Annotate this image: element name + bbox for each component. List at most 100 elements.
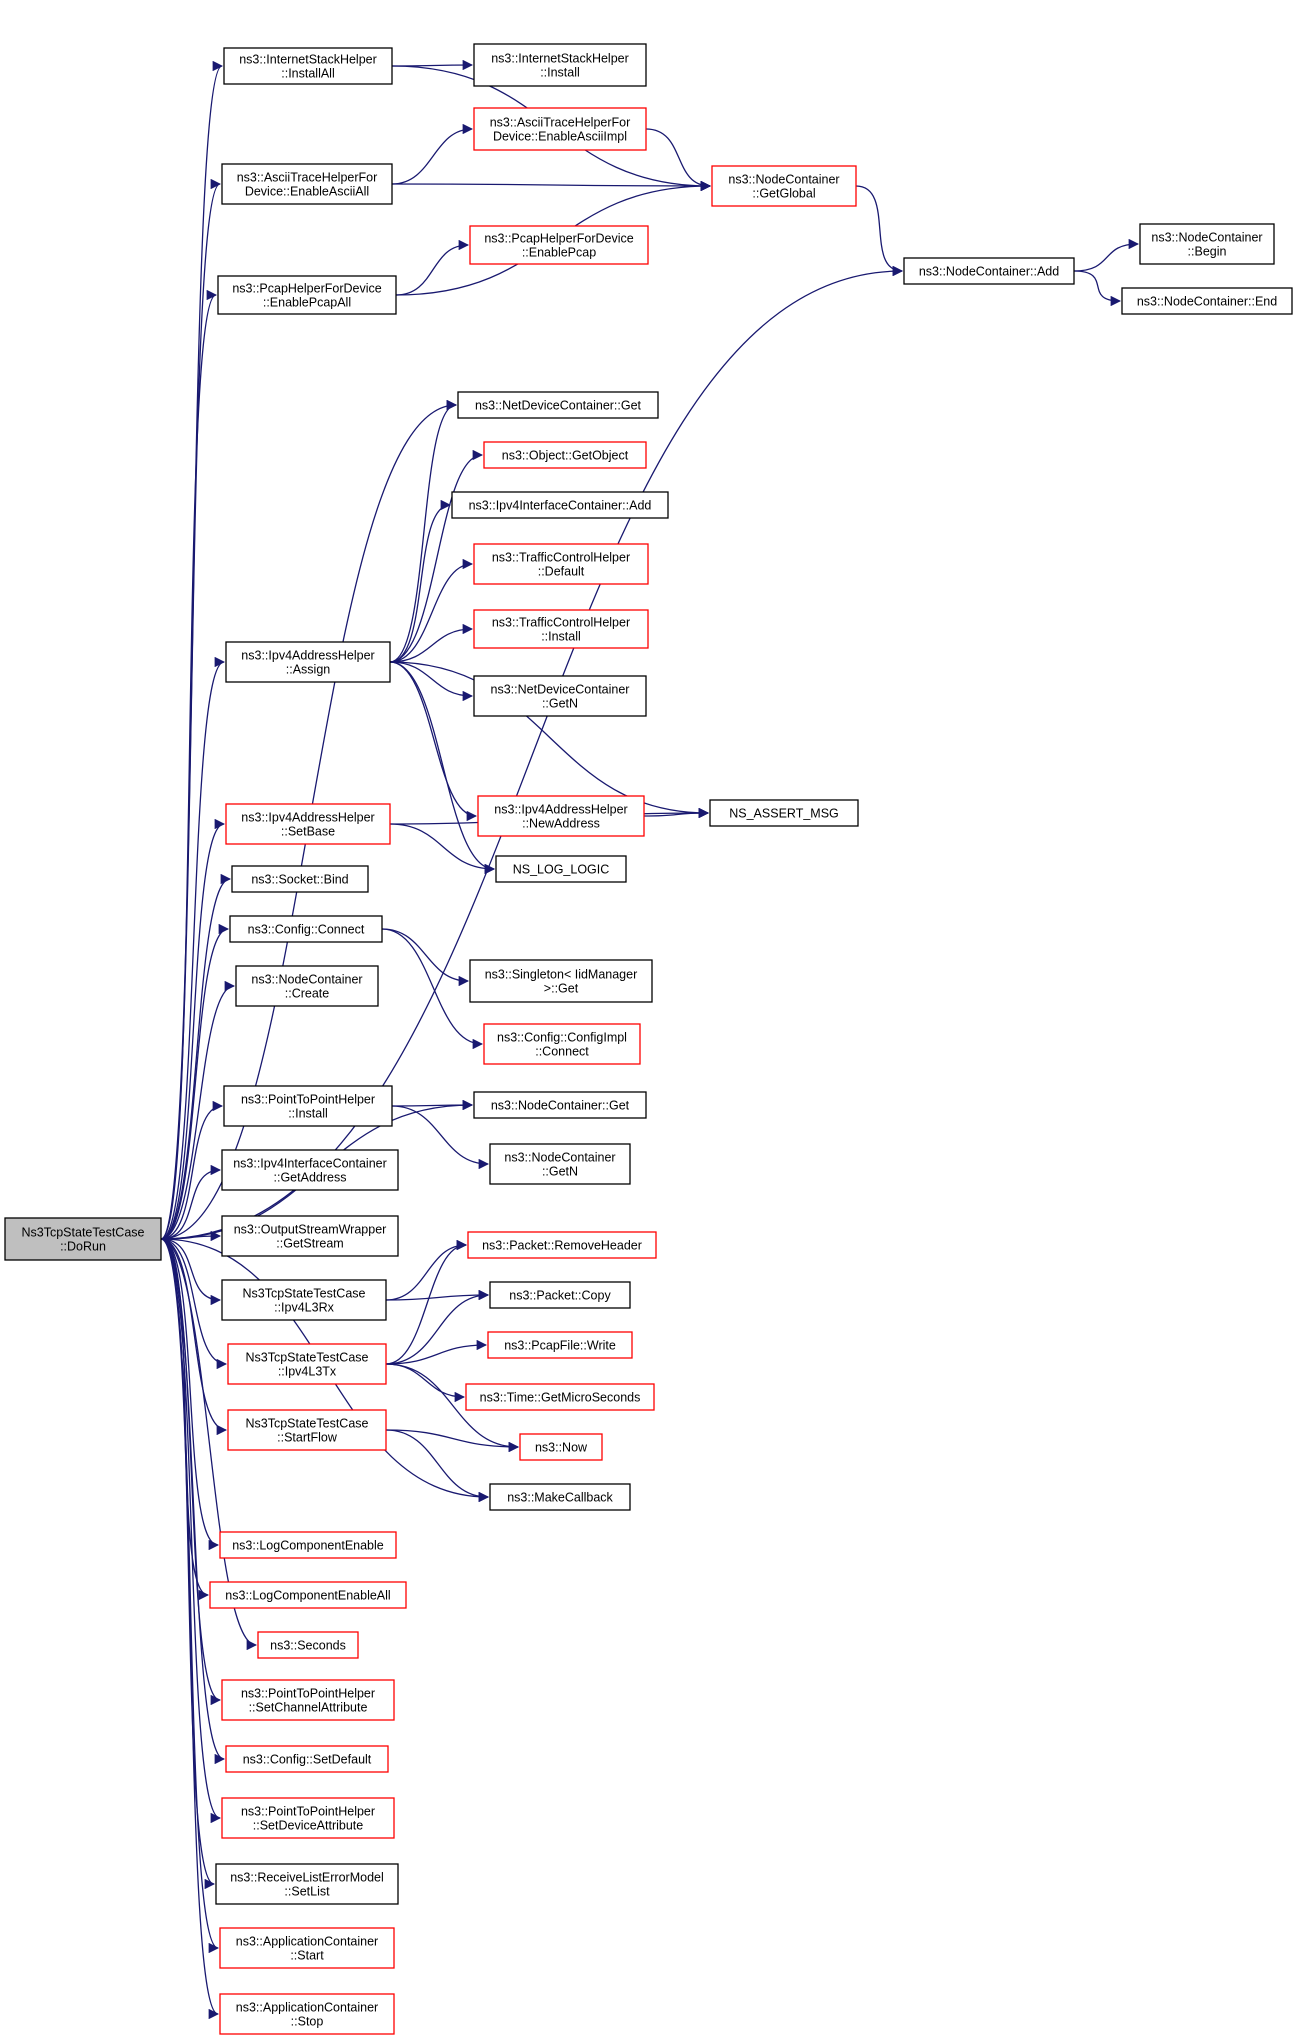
graph-node[interactable]: Ns3TcpStateTestCase::Ipv4L3Rx — [221, 1279, 387, 1321]
graph-node[interactable]: NS_LOG_LOGIC — [495, 855, 627, 883]
graph-node[interactable]: ns3::TrafficControlHelper::Install — [473, 609, 649, 649]
node-box — [709, 799, 859, 827]
node-label: Ns3TcpStateTestCase — [243, 1287, 366, 1301]
graph-node[interactable]: ns3::Ipv4AddressHelper::SetBase — [225, 803, 391, 845]
graph-node[interactable]: ns3::InternetStackHelper::Install — [473, 43, 647, 87]
node-label: ns3::Config::ConfigImpl — [497, 1031, 627, 1045]
graph-node[interactable]: ns3::NetDeviceContainer::Get — [457, 391, 659, 419]
graph-node[interactable]: ns3::NodeContainer::GetN — [489, 1143, 631, 1185]
graph-node[interactable]: ns3::LogComponentEnableAll — [209, 1581, 407, 1609]
graph-node[interactable]: ns3::OutputStreamWrapper::GetStream — [221, 1215, 399, 1257]
node-label: ns3::Object::GetObject — [502, 449, 629, 463]
graph-node[interactable]: ns3::PointToPointHelper::SetChannelAttri… — [221, 1679, 395, 1721]
graph-node[interactable]: ns3::NodeContainer::Begin — [1139, 223, 1275, 265]
call-edge — [389, 823, 496, 875]
node-label: ::GetN — [542, 697, 578, 711]
graph-node[interactable]: ns3::AsciiTraceHelperForDevice::EnableAs… — [221, 163, 393, 205]
graph-node[interactable]: ns3::TrafficControlHelper::Default — [473, 543, 649, 585]
call-edge — [160, 1100, 224, 1240]
graph-node[interactable]: ns3::MakeCallback — [489, 1483, 631, 1511]
graph-node[interactable]: ns3::ApplicationContainer::Start — [219, 1927, 395, 1969]
node-label: Device::EnableAsciiImpl — [493, 130, 627, 144]
call-edge — [385, 1289, 490, 1365]
graph-node[interactable]: Ns3TcpStateTestCase::DoRun — [4, 1217, 162, 1261]
call-edge — [385, 1339, 488, 1365]
graph-node[interactable]: ns3::Ipv4AddressHelper::NewAddress — [477, 795, 645, 837]
node-label: ::EnablePcapAll — [263, 296, 351, 310]
node-box — [489, 1281, 631, 1309]
graph-node[interactable]: ns3::PcapHelperForDevice::EnablePcapAll — [217, 275, 397, 315]
call-edge — [855, 185, 904, 277]
node-label: ns3::NodeContainer::Get — [491, 1099, 630, 1113]
graph-node[interactable]: ns3::Socket::Bind — [231, 865, 369, 893]
node-box — [487, 1331, 633, 1359]
node-label: ::GetN — [542, 1165, 578, 1179]
graph-node[interactable]: ns3::Time::GetMicroSeconds — [465, 1383, 655, 1411]
graph-node[interactable]: ns3::Packet::Copy — [489, 1281, 631, 1309]
node-box — [215, 1863, 399, 1905]
node-label: ::Begin — [1188, 245, 1227, 259]
node-label: ns3::NodeContainer — [728, 173, 839, 187]
graph-node[interactable]: ns3::ApplicationContainer::Stop — [219, 1993, 395, 2035]
call-edge — [385, 1363, 466, 1403]
graph-node[interactable]: ns3::ReceiveListErrorModel::SetList — [215, 1863, 399, 1905]
graph-node[interactable]: ns3::PointToPointHelper::SetDeviceAttrib… — [221, 1797, 395, 1839]
graph-node[interactable]: ns3::Config::SetDefault — [225, 1745, 389, 1773]
graph-node[interactable]: ns3::PointToPointHelper::Install — [223, 1085, 393, 1127]
node-box — [483, 1023, 641, 1065]
node-label: Ns3TcpStateTestCase — [22, 1226, 145, 1240]
call-edge — [391, 123, 474, 185]
node-box — [473, 1091, 647, 1119]
graph-node[interactable]: ns3::Now — [519, 1433, 603, 1461]
graph-node[interactable]: NS_ASSERT_MSG — [709, 799, 859, 827]
node-box — [221, 1215, 399, 1257]
node-box — [217, 275, 397, 315]
node-box — [219, 1993, 395, 2035]
graph-node[interactable]: ns3::PcapFile::Write — [487, 1331, 633, 1359]
call-edge — [385, 1363, 520, 1453]
graph-node[interactable]: ns3::Seconds — [257, 1631, 359, 1659]
node-box — [473, 543, 649, 585]
graph-node[interactable]: ns3::Ipv4InterfaceContainer::GetAddress — [221, 1149, 399, 1191]
graph-node[interactable]: Ns3TcpStateTestCase::Ipv4L3Tx — [227, 1343, 387, 1385]
graph-node[interactable]: ns3::PcapHelperForDevice::EnablePcap — [469, 225, 649, 265]
node-label: ::Install — [541, 630, 581, 644]
node-box — [227, 1343, 387, 1385]
node-label: ns3::PointToPointHelper — [241, 1805, 375, 1819]
node-box — [1139, 223, 1275, 265]
graph-node[interactable]: ns3::Singleton< IidManager>::Get — [469, 959, 653, 1003]
node-label: ns3::InternetStackHelper — [491, 52, 629, 66]
graph-node[interactable]: ns3::Config::ConfigImpl::Connect — [483, 1023, 641, 1065]
node-label: NS_LOG_LOGIC — [513, 863, 610, 877]
graph-node[interactable]: ns3::NetDeviceContainer::GetN — [473, 675, 647, 717]
call-edge — [1073, 238, 1140, 272]
graph-node[interactable]: ns3::Packet::RemoveHeader — [467, 1231, 657, 1259]
graph-node[interactable]: ns3::Ipv4AddressHelper::Assign — [225, 641, 391, 683]
graph-node[interactable]: ns3::NodeContainer::Get — [473, 1091, 647, 1119]
graph-node[interactable]: ns3::NodeContainer::Add — [903, 257, 1075, 285]
node-label: ns3::NodeContainer — [1151, 231, 1262, 245]
node-label: ns3::NodeContainer::Add — [919, 265, 1059, 279]
node-label: ::GetGlobal — [752, 187, 815, 201]
node-box — [473, 675, 647, 717]
graph-node[interactable]: ns3::Config::Connect — [229, 915, 383, 943]
node-label: ns3::ApplicationContainer — [236, 2001, 378, 2015]
graph-node[interactable]: ns3::Object::GetObject — [483, 441, 647, 469]
graph-node[interactable]: Ns3TcpStateTestCase::StartFlow — [227, 1409, 387, 1451]
graph-node[interactable]: ns3::Ipv4InterfaceContainer::Add — [451, 491, 669, 519]
graph-node[interactable]: ns3::NodeContainer::GetGlobal — [711, 165, 857, 207]
call-edge — [389, 449, 484, 663]
graph-node[interactable]: ns3::NodeContainer::Create — [235, 965, 379, 1007]
call-edge — [160, 656, 226, 1240]
graph-node[interactable]: ns3::AsciiTraceHelperForDevice::EnableAs… — [473, 107, 647, 151]
call-edge — [385, 1429, 490, 1503]
graph-node[interactable]: ns3::LogComponentEnable — [219, 1531, 397, 1559]
node-label: ns3::ReceiveListErrorModel — [230, 1871, 384, 1885]
node-label: ns3::Ipv4AddressHelper — [241, 811, 374, 825]
node-label: ::DoRun — [60, 1240, 106, 1254]
node-label: ::EnablePcap — [522, 246, 596, 260]
graph-node[interactable]: ns3::InternetStackHelper::InstallAll — [223, 47, 393, 85]
graph-node[interactable]: ns3::NodeContainer::End — [1121, 287, 1293, 315]
node-box — [473, 43, 647, 87]
